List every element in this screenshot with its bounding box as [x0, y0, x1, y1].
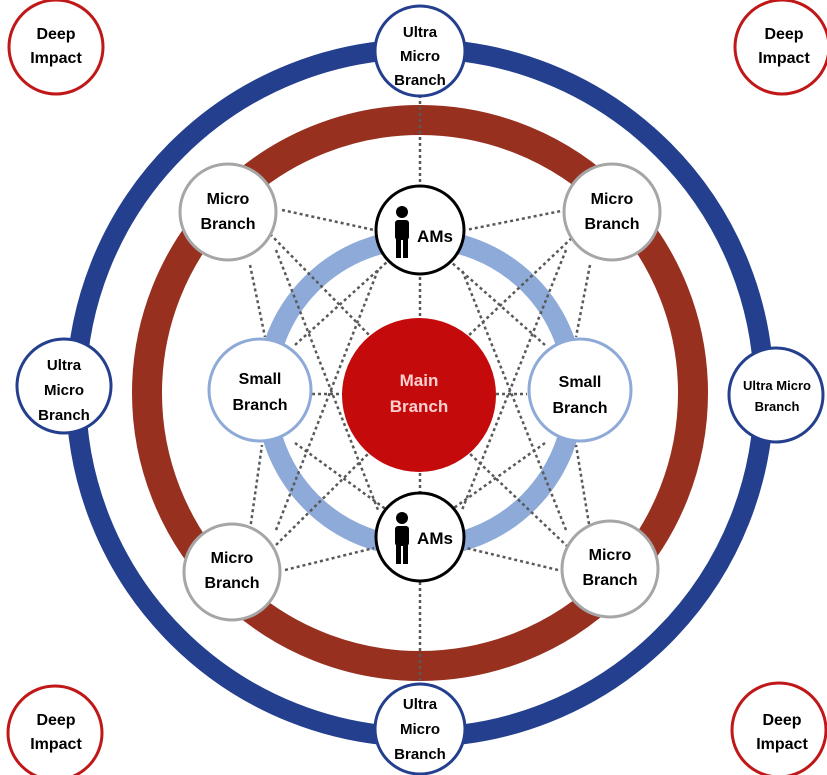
ams-label: AMs: [417, 227, 453, 246]
deep-impact-label-line2: Impact: [30, 50, 82, 67]
small-branch-label-line1: Small: [559, 374, 602, 391]
ams-node-bottom[interactable]: AMs: [374, 491, 466, 583]
deep-impact-label-line1: Deep: [762, 712, 801, 729]
ultra-micro-branch-label-line1: Ultra: [403, 24, 438, 41]
ultra-micro-branch-circle: [727, 346, 825, 444]
micro-branch-label-line1: Micro: [211, 550, 254, 567]
micro-branch-node-top-right[interactable]: Micro Branch: [562, 162, 662, 262]
ultra-micro-branch-label-line2: Micro: [44, 382, 84, 399]
deep-impact-label-line1: Deep: [764, 26, 803, 43]
main-branch-node[interactable]: Main Branch: [342, 318, 496, 472]
ultra-micro-branch-circle: [15, 337, 113, 435]
micro-branch-circle: [562, 162, 662, 262]
micro-branch-label-line2: Branch: [204, 575, 259, 592]
deep-impact-label-line2: Impact: [756, 736, 808, 753]
ultra-micro-branch-label-line2: Branch: [755, 399, 800, 414]
micro-branch-label-line2: Branch: [582, 572, 637, 589]
deep-impact-label-line1: Deep: [36, 712, 75, 729]
ultra-micro-branch-label-line1: Ultra: [47, 357, 82, 374]
ultra-micro-branch-node-top[interactable]: Ultra Micro Branch: [373, 4, 467, 98]
micro-branch-label-line2: Branch: [584, 216, 639, 233]
ams-node-top[interactable]: AMs: [374, 184, 466, 276]
small-branch-label-line2: Branch: [552, 400, 607, 417]
small-branch-label-line1: Small: [239, 371, 282, 388]
small-branch-node-right[interactable]: Small Branch: [527, 337, 633, 443]
deep-impact-circle: [730, 681, 827, 775]
deep-impact-node-bottom-right[interactable]: Deep Impact: [730, 681, 827, 775]
ams-label: AMs: [417, 529, 453, 548]
ultra-micro-branch-label-line1: Ultra: [403, 696, 438, 713]
ultra-micro-branch-label-line3: Branch: [394, 72, 446, 89]
deep-impact-circle: [7, 0, 105, 96]
micro-branch-node-top-left[interactable]: Micro Branch: [178, 162, 278, 262]
ultra-micro-branch-node-bottom[interactable]: Ultra Micro Branch: [373, 682, 467, 775]
deep-impact-label-line2: Impact: [758, 50, 810, 67]
main-branch-circle: [342, 318, 496, 472]
micro-branch-circle: [178, 162, 278, 262]
deep-impact-label-line2: Impact: [30, 736, 82, 753]
micro-branch-label-line1: Micro: [589, 547, 632, 564]
micro-branch-node-bottom-right[interactable]: Micro Branch: [560, 519, 660, 619]
small-branch-label-line2: Branch: [232, 397, 287, 414]
micro-branch-circle: [182, 522, 282, 622]
small-branch-circle: [527, 337, 633, 443]
person-icon: [395, 206, 409, 258]
person-icon: [395, 512, 409, 564]
ultra-micro-branch-label-line2: Micro: [400, 48, 440, 65]
ultra-micro-branch-label-line1: Ultra Micro: [743, 378, 811, 393]
main-branch-label-line1: Main: [400, 371, 439, 390]
micro-branch-label-line1: Micro: [591, 191, 634, 208]
deep-impact-node-top-left[interactable]: Deep Impact: [7, 0, 105, 96]
deep-impact-node-top-right[interactable]: Deep Impact: [733, 0, 827, 96]
deep-impact-node-bottom-left[interactable]: Deep Impact: [6, 684, 104, 775]
main-branch-label-line2: Branch: [390, 397, 449, 416]
ultra-micro-branch-label-line3: Branch: [38, 407, 90, 424]
ultra-micro-branch-label-line3: Branch: [394, 746, 446, 763]
micro-branch-node-bottom-left[interactable]: Micro Branch: [182, 522, 282, 622]
small-branch-circle: [207, 337, 313, 443]
ultra-micro-branch-circle: [373, 4, 467, 98]
micro-branch-circle: [560, 519, 660, 619]
ultra-micro-branch-node-left[interactable]: Ultra Micro Branch: [15, 337, 113, 435]
small-branch-node-left[interactable]: Small Branch: [207, 337, 313, 443]
ultra-micro-branch-circle: [373, 682, 467, 775]
deep-impact-circle: [6, 684, 104, 775]
ultra-micro-branch-node-right[interactable]: Ultra Micro Branch: [727, 346, 825, 444]
micro-branch-label-line2: Branch: [200, 216, 255, 233]
deep-impact-circle: [733, 0, 827, 96]
ultra-micro-branch-label-line2: Micro: [400, 721, 440, 738]
micro-branch-label-line1: Micro: [207, 191, 250, 208]
deep-impact-label-line1: Deep: [36, 26, 75, 43]
